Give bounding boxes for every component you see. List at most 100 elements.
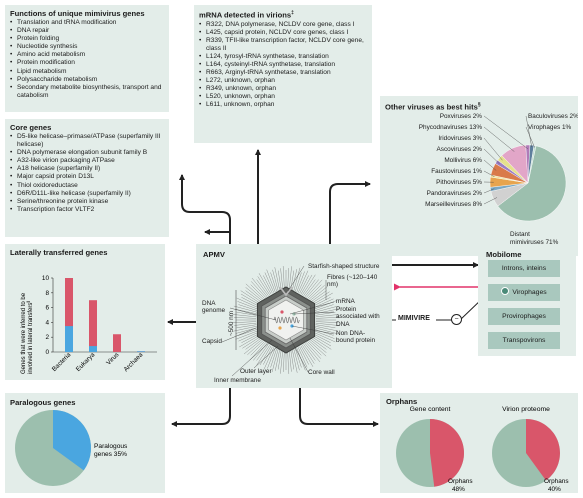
mrna-title-sup: ‡ xyxy=(291,10,294,16)
mimivire-minus-icon: − xyxy=(451,314,462,325)
core-panel: Core genes D5-like helicase–primase/ATPa… xyxy=(5,119,169,237)
mrna-list: R322, DNA polymerase, NCLDV core gene, c… xyxy=(199,21,367,110)
lateral-bar-virus xyxy=(113,334,121,352)
paralogous-label: genes 35% xyxy=(94,451,127,458)
orphans-pie-slice xyxy=(526,419,560,481)
orphans-chart-title: Gene content xyxy=(410,406,451,413)
label-inner: Inner membrane xyxy=(214,377,261,384)
lateral-y-tick-label: 6 xyxy=(45,305,49,312)
besthits-label: Ascoviruses 2% xyxy=(437,146,483,153)
mobilome-introns: Introns, inteins xyxy=(488,260,560,277)
mrna-item: L124, tyrosyl-tRNA synthetase, translati… xyxy=(199,53,367,61)
label-protein-dna: Protein associated with DNA xyxy=(336,306,380,328)
besthits-label: Distant xyxy=(510,231,530,238)
fibres-ring xyxy=(232,266,340,374)
lateral-y-tick-label: 2 xyxy=(45,334,49,341)
paralogous-pie-slice xyxy=(53,410,91,471)
functions-item: Translation and tRNA modification xyxy=(10,19,164,27)
core-item: D6R/D11L-like helicase (superfamily II) xyxy=(10,190,164,198)
lateral-x-tick-label: Eukarya xyxy=(75,351,97,373)
besthits-leader-line xyxy=(483,115,528,149)
orphans-chart-title: Virion proteome xyxy=(502,406,550,413)
besthits-label: Pandoraviruses 2% xyxy=(427,190,483,197)
besthits-label: Marseilleviruses 8% xyxy=(425,201,482,208)
lateral-y-label: Genes that were inferred to be involved … xyxy=(21,291,34,374)
besthits-label: Iridoviruses 3% xyxy=(438,135,482,142)
lateral-x-tick-label: Bacteria xyxy=(51,351,73,373)
functions-item: Secondary metabolite biosynthesis, trans… xyxy=(10,84,164,100)
mimivire-label: MIMIVIRE xyxy=(398,315,430,322)
apmv-panel: APMV Starfish-shaped structure Fibres (~… xyxy=(196,244,392,388)
orphans-label: 48% xyxy=(452,486,465,493)
mrna-item: R322, DNA polymerase, NCLDV core gene, c… xyxy=(199,21,367,29)
besthits-slice-distant-mimiviruses xyxy=(497,145,567,222)
mrna-item: R663, Arginyl-tRNA synthetase, translati… xyxy=(199,69,367,77)
besthits-label: Mollivirus 6% xyxy=(444,157,482,164)
functions-item: Protein folding xyxy=(10,35,164,43)
label-mrna: mRNA xyxy=(336,298,355,305)
core-item: A18 helicase (superfamily II) xyxy=(10,165,164,173)
virion-leader-line xyxy=(231,339,273,377)
dna-genome-strand xyxy=(273,316,300,324)
virion-leader-line xyxy=(229,307,277,321)
lateral-y-tick-label: 4 xyxy=(45,319,49,326)
mrna-item: R339, TFII-like transcription factor, NC… xyxy=(199,37,367,53)
besthits-leader-line xyxy=(525,126,535,148)
lateral-y-tick-label: 0 xyxy=(45,349,49,356)
label-starfish: Starfish-shaped structure xyxy=(308,263,380,270)
mobilome-virophages-label: Virophages xyxy=(512,289,547,296)
besthits-title-sup: § xyxy=(477,102,481,108)
mobilome-transpovirons: Transpovirons xyxy=(488,332,560,349)
label-capsid: Capsid xyxy=(202,338,222,345)
besthits-leader-line xyxy=(483,170,495,177)
mrna-title-text: mRNA detected in virions xyxy=(199,10,292,20)
lateral-title: Laterally transferred genes xyxy=(10,248,108,257)
arrow-to-besthits xyxy=(329,181,371,244)
label-core: Core wall xyxy=(308,369,335,376)
orphans-label: Orphans xyxy=(448,478,473,485)
label-fibres: Fibres (~120–140 nm) xyxy=(327,274,378,289)
lateral-x-tick-label: Archaea xyxy=(123,351,145,373)
lateral-bar-eukarya xyxy=(89,300,97,352)
functions-item: Polysaccharide metabolism xyxy=(10,76,164,84)
virion-leader-line xyxy=(221,327,257,343)
arrow-to-functions xyxy=(179,174,231,244)
besthits-pie-chart: Poxviruses 2%Phycodnaviruses 13%Iridovir… xyxy=(419,113,578,246)
besthits-label: Pithoviruses 5% xyxy=(436,179,482,186)
besthits-label: Poxviruses 2% xyxy=(440,113,483,120)
virion-leader-line xyxy=(291,325,335,335)
mrna-panel: mRNA detected in virions‡ R322, DNA poly… xyxy=(194,5,372,143)
orphans-title: Orphans xyxy=(386,397,418,406)
lateral-bar-segment xyxy=(65,326,73,352)
core-item: Serine/threonine protein kinase xyxy=(10,198,164,206)
mobilome-provirophages: Provirophages xyxy=(488,308,560,325)
besthits-leader-line xyxy=(483,126,515,152)
besthits-title: Other viruses as best hits§ xyxy=(385,101,481,112)
label-size: ~500 nm xyxy=(228,310,235,336)
lateral-bar-segment xyxy=(89,346,97,352)
besthits-leader-line xyxy=(483,188,495,194)
virion-protein-dot xyxy=(278,326,282,330)
mobilome-title: Mobilome xyxy=(486,250,522,259)
core-item: D5-like helicase–primase/ATPase (superfa… xyxy=(10,133,164,149)
core-item: Thiol oxidoreductase xyxy=(10,182,164,190)
lateral-bar-bacteria xyxy=(65,278,73,352)
besthits-label: mimiviruses 71% xyxy=(510,239,559,246)
mrna-item: R349, unknown, orphan xyxy=(199,85,367,93)
core-item: DNA polymerase elongation subunit family… xyxy=(10,149,164,157)
besthits-label: Virophages 1% xyxy=(528,124,572,131)
virion-leader-line xyxy=(289,301,335,315)
apmv-virion-diagram xyxy=(221,265,340,377)
arrow-to-core xyxy=(225,231,231,244)
besthits-leader-line xyxy=(525,115,532,148)
core-list: D5-like helicase–primase/ATPase (superfa… xyxy=(10,133,164,214)
besthits-leader-line xyxy=(483,197,498,205)
besthits-leader-line xyxy=(483,148,500,165)
paralogous-label: Paralogous xyxy=(94,443,128,450)
mrna-item: L164, cysteinyl-tRNA synthetase, transla… xyxy=(199,61,367,69)
